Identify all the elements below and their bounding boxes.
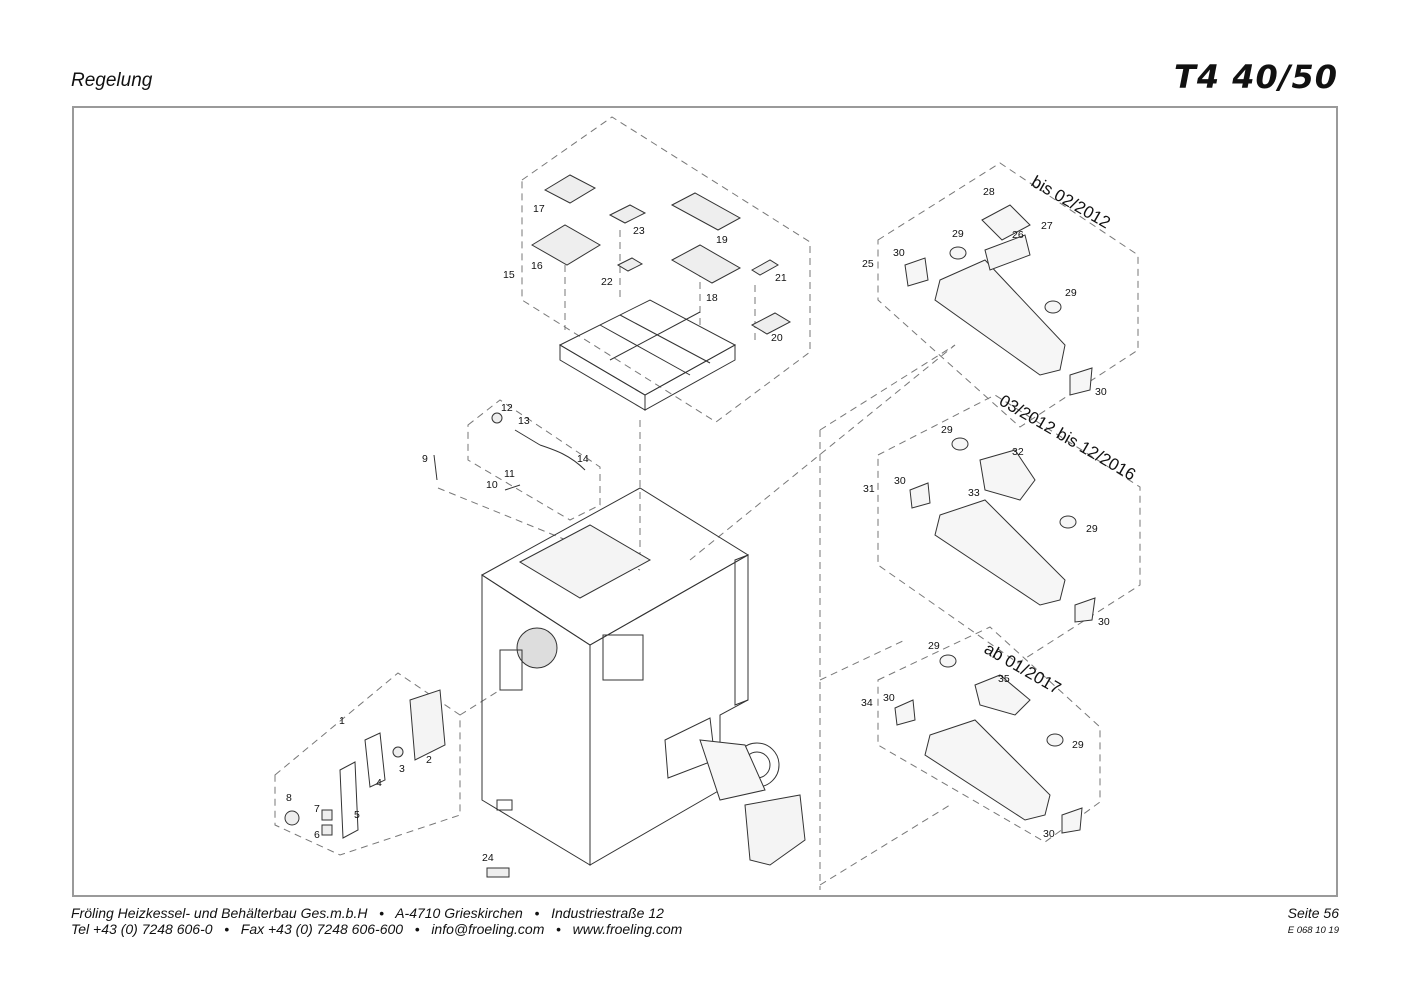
variant-c-outline <box>877 626 1101 843</box>
callout-label: 3 <box>399 763 405 775</box>
board-16-shape <box>531 224 601 266</box>
frame-part-2 <box>409 689 446 761</box>
callout-label: 19 <box>716 234 728 246</box>
variant-b-outline <box>877 394 1141 664</box>
drawing-frame <box>72 106 1338 897</box>
board-23-shape <box>608 204 647 224</box>
callout-label: 2 <box>426 754 432 766</box>
callout-label: 18 <box>706 292 718 304</box>
callout-label: 13 <box>518 415 530 427</box>
callout-label: 29 <box>928 640 940 652</box>
page-number: Seite 56 <box>1287 905 1339 921</box>
callout-label: 34 <box>861 697 873 709</box>
callout-label: 35 <box>998 673 1010 685</box>
callout-label: 30 <box>883 692 895 704</box>
footer-separator: • <box>556 921 561 937</box>
callout-label: 30 <box>1043 828 1055 840</box>
callout-label: 15 <box>503 269 515 281</box>
footer-separator: • <box>379 905 385 921</box>
footer-line-1: Fröling Heizkessel- und Behälterbau Ges.… <box>71 905 664 921</box>
callout-label: 6 <box>314 829 320 841</box>
callout-label: 31 <box>863 483 875 495</box>
cable-part-14 <box>539 444 586 471</box>
callout-label: 14 <box>577 453 589 465</box>
display-unit-variant-c <box>894 654 1083 834</box>
callout-label: 26 <box>1012 229 1024 241</box>
plate-part-5 <box>339 761 359 839</box>
board-19-shape <box>670 192 742 231</box>
callout-label: 29 <box>952 228 964 240</box>
part-12-shape <box>491 412 503 424</box>
plate-part-4 <box>364 732 386 788</box>
board-22-shape <box>616 257 644 272</box>
callout-label: 22 <box>601 276 613 288</box>
controller-tray <box>558 299 737 411</box>
callout-label: 29 <box>941 424 953 436</box>
callout-label: 29 <box>1065 287 1077 299</box>
callout-label: 11 <box>504 468 515 480</box>
display-unit-variant-b <box>909 437 1096 623</box>
callout-label: 20 <box>771 332 783 344</box>
footer-separator: • <box>534 905 540 921</box>
footer-line-2: Tel +43 (0) 7248 606-0 • Fax +43 (0) 724… <box>71 921 682 937</box>
footer-phone: Tel +43 (0) 7248 606-0 <box>71 921 213 937</box>
board-17-shape <box>543 174 597 204</box>
footer-city: A-4710 Grieskirchen <box>395 905 523 921</box>
callout-label: 32 <box>1012 446 1024 458</box>
callout-label: 1 <box>339 715 345 727</box>
board-18-shape <box>670 244 742 284</box>
part-6-shape <box>321 824 333 836</box>
model-title: T4 40/50 <box>1174 58 1338 96</box>
footer-fax: Fax +43 (0) 7248 606-600 <box>240 921 404 937</box>
footer-separator: • <box>414 921 420 937</box>
footer-web: www.froeling.com <box>572 921 683 937</box>
callout-label: 30 <box>893 247 905 259</box>
callout-label: 10 <box>486 479 498 491</box>
callout-label: 30 <box>1095 386 1107 398</box>
part-9-shape <box>433 454 438 481</box>
part-10-shape <box>504 484 521 491</box>
burner-assembly <box>664 717 806 866</box>
callout-label: 23 <box>633 225 645 237</box>
switch-group-outline <box>274 672 461 856</box>
boiler-body <box>481 487 749 866</box>
display-unit-variant-a <box>904 204 1093 396</box>
footer-separator: • <box>224 921 230 937</box>
callout-label: 17 <box>533 203 545 215</box>
footer-street: Industriestraße 12 <box>551 905 664 921</box>
part-number-labels: 1 2 3 4 5 6 7 8 9 10 11 12 13 14 15 16 1… <box>286 186 1110 864</box>
part-24-shape <box>486 867 510 878</box>
document-code: E 068 10 19 <box>1287 925 1339 936</box>
variant-a-outline <box>877 162 1139 428</box>
section-title: Regelung <box>71 70 153 91</box>
footer-email: info@froeling.com <box>431 921 545 937</box>
controller-group-outline <box>521 116 811 423</box>
callout-label: 28 <box>983 186 995 198</box>
footer-company: Fröling Heizkessel- und Behälterbau Ges.… <box>71 905 368 921</box>
callout-label: 33 <box>968 487 980 499</box>
callout-label: 7 <box>314 803 320 815</box>
callout-label: 8 <box>286 792 292 804</box>
callout-label: 29 <box>1072 739 1084 751</box>
part-7-shape <box>321 809 333 821</box>
callout-label: 25 <box>862 258 874 270</box>
part-3-shape <box>392 746 404 758</box>
board-21-shape <box>751 259 779 276</box>
callout-label: 4 <box>376 777 382 789</box>
callout-label: 29 <box>1086 523 1098 535</box>
switch-part-8 <box>284 810 300 826</box>
part-13-shape <box>514 429 541 446</box>
callout-label: 30 <box>1098 616 1110 628</box>
callout-label: 21 <box>775 272 787 284</box>
callout-label: 24 <box>482 852 494 864</box>
board-20-shape <box>750 312 792 335</box>
callout-label: 27 <box>1041 220 1053 232</box>
callout-label: 5 <box>354 809 360 821</box>
callout-label: 16 <box>531 260 543 272</box>
callout-label: 12 <box>501 402 513 414</box>
callout-label: 30 <box>894 475 906 487</box>
callout-label: 9 <box>422 453 428 465</box>
sensor-group-outline <box>467 399 601 521</box>
